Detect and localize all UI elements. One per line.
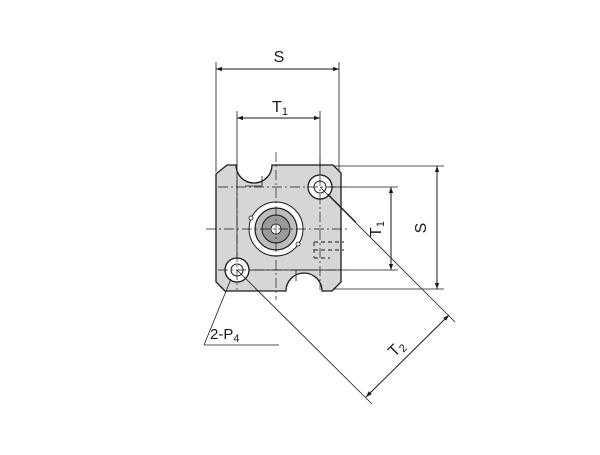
callout-label-p4: 2-P4	[210, 326, 239, 345]
dimension-s-top	[215, 62, 340, 172]
dimension-label-t2: T2	[385, 337, 410, 362]
leader-hole-upper	[327, 193, 357, 223]
dimension-label-s-side: S	[413, 223, 430, 234]
dimension-label-s-top: S	[274, 49, 285, 66]
small-screw	[248, 215, 254, 221]
leader-p4	[203, 278, 279, 346]
small-screw	[295, 241, 301, 247]
dimension-t1-side	[250, 186, 398, 271]
dimension-t1-top	[236, 111, 321, 258]
dimension-s-side	[333, 165, 444, 290]
hidden-port	[313, 241, 344, 259]
dimension-label-t1-side: T1	[368, 221, 387, 237]
dimension-t2	[236, 186, 456, 405]
dimension-label-t1-top: T1	[272, 99, 288, 118]
